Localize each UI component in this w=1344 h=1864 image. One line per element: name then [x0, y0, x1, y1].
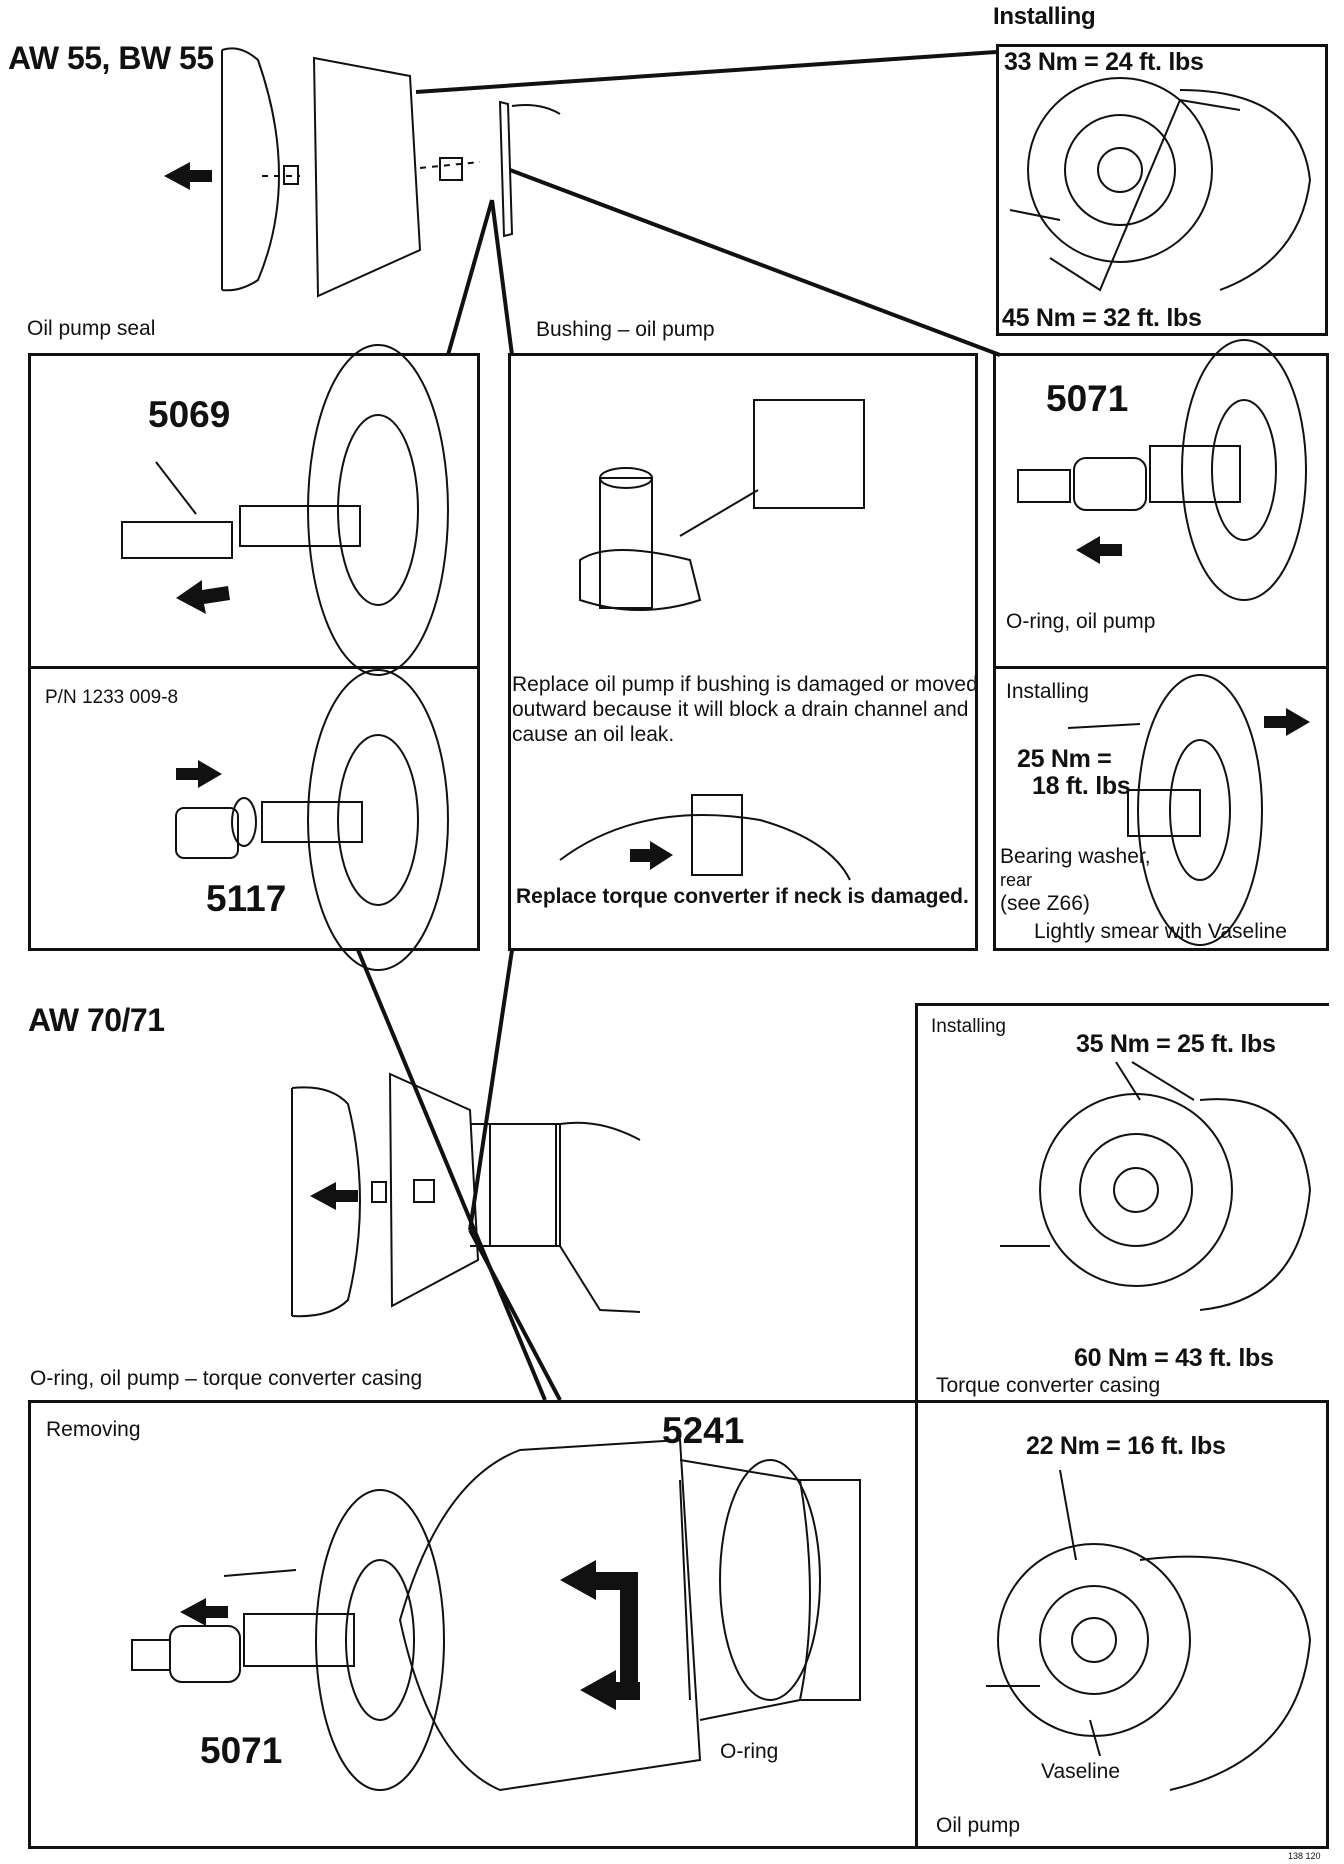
torque-45nm: 45 Nm = 32 ft. lbs — [1002, 304, 1202, 332]
torque-33nm: 33 Nm = 24 ft. lbs — [1004, 48, 1204, 76]
label-lightly-smear: Lightly smear with Vaseline — [1034, 920, 1287, 943]
panel-installing-top — [996, 44, 1328, 336]
tool-number-5241: 5241 — [662, 1410, 745, 1451]
heading-aw70-71: AW 70/71 — [28, 1002, 165, 1038]
label-oring-oil-pump: O-ring, oil pump — [1006, 610, 1156, 633]
torque-22nm: 22 Nm = 16 ft. lbs — [1026, 1432, 1226, 1460]
part-number: P/N 1233 009-8 — [45, 687, 179, 708]
label-torque-converter-casing: Torque converter casing — [936, 1374, 1161, 1397]
label-oil-pump-seal: Oil pump seal — [27, 317, 156, 340]
note-bushing: Replace oil pump if bushing is damaged o… — [512, 673, 978, 747]
arrow-curved-icon — [560, 1560, 640, 1710]
arrow-left-icon — [1076, 536, 1122, 564]
panel-divider — [28, 666, 480, 669]
torque-25nm-line2: 18 ft. lbs — [1032, 772, 1131, 800]
label-vaseline: Vaseline — [1041, 1760, 1120, 1783]
panel-bushing — [508, 353, 978, 951]
panel-divider — [993, 666, 1329, 669]
converter-body-outline — [312, 56, 422, 298]
label-bearing-washer-1: Bearing washer, — [1000, 845, 1151, 868]
panel-divider — [915, 1003, 1329, 1006]
label-oil-pump: Oil pump — [936, 1814, 1021, 1837]
label-oring: O-ring — [720, 1740, 779, 1763]
tool-number-5117: 5117 — [206, 878, 287, 919]
panel-divider — [915, 1003, 918, 1849]
label-bearing-washer-2: rear — [1000, 870, 1033, 890]
panel-removing — [28, 1400, 1329, 1849]
note-torque-converter: Replace torque converter if neck is dama… — [516, 885, 969, 908]
arrow-left-icon — [164, 162, 212, 190]
arrow-left-icon — [176, 580, 230, 614]
heading-aw55-bw55: AW 55, BW 55 — [8, 40, 214, 76]
arrow-right-icon — [176, 760, 222, 788]
torque-35nm: 35 Nm = 25 ft. lbs — [1076, 1030, 1276, 1058]
aw70-body-outline — [388, 1072, 480, 1308]
arrow-left-icon — [310, 1182, 358, 1210]
heading-installing-top: Installing — [993, 3, 1096, 30]
label-oring-torque-casing: O-ring, oil pump – torque converter casi… — [30, 1367, 423, 1390]
label-bearing-washer-3: (see Z66) — [1000, 892, 1090, 915]
arrow-right-icon — [630, 841, 673, 870]
tool-number-5071-bottom: 5071 — [200, 1730, 283, 1771]
panel-oring-oil-pump — [993, 353, 1329, 951]
converter-cover-outline — [221, 47, 280, 292]
panel-oil-pump-seal — [28, 353, 480, 951]
tool-number-5071-top: 5071 — [1046, 378, 1129, 419]
label-removing: Removing — [46, 1418, 141, 1441]
tool-number-5069: 5069 — [148, 394, 231, 435]
label-bushing-oil-pump: Bushing – oil pump — [536, 318, 715, 341]
figure-code: 138 120 — [1288, 1851, 1321, 1861]
aw70-cover-outline — [291, 1086, 361, 1318]
arrow-right-icon — [1264, 708, 1310, 736]
label-installing-2: Installing — [931, 1016, 1006, 1037]
arrow-left-icon — [180, 1598, 228, 1626]
torque-60nm: 60 Nm = 43 ft. lbs — [1074, 1344, 1274, 1372]
torque-25nm-line1: 25 Nm = — [1017, 745, 1112, 773]
label-installing: Installing — [1006, 680, 1089, 703]
